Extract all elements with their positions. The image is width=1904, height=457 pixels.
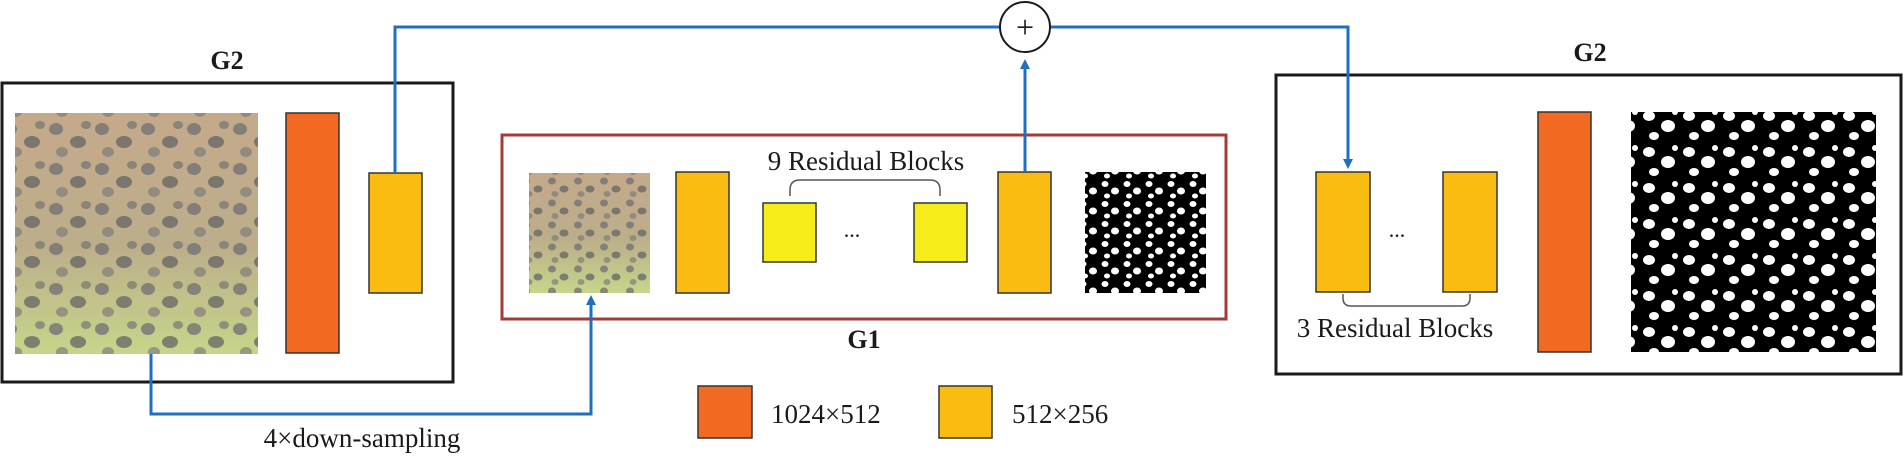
- downsample-arrow: [149, 295, 596, 416]
- feature-block-1024x512: [285, 112, 340, 354]
- g2-right-residual-bracket: [1342, 294, 1471, 307]
- svg-text:+: +: [1016, 9, 1034, 45]
- g1-feature-block-input: [675, 171, 730, 294]
- g2-right-residual-label: 3 Residual Blocks: [1297, 313, 1494, 343]
- segmentation-mask-large: [1631, 112, 1876, 352]
- sum-to-g2-right-arrow: [1051, 25, 1353, 169]
- legend-label-1024x512: 1024×512: [771, 399, 881, 429]
- legend-swatch-orange: [697, 385, 753, 439]
- g2-left-label: G2: [210, 46, 243, 75]
- residual-block-first: [762, 202, 817, 263]
- cell-photo-large: [15, 113, 258, 354]
- g1-frame: [500, 133, 1228, 321]
- downsample-label: 4×down-sampling: [264, 423, 461, 453]
- legend-label-512x256: 512×256: [1012, 399, 1108, 429]
- cell-photo-small: [529, 173, 650, 293]
- g2-right-feature-block-1024x512: [1537, 111, 1592, 353]
- segmentation-mask-small: [1085, 172, 1206, 293]
- g2-right-frame: [1274, 73, 1903, 376]
- g1-label: G1: [847, 325, 880, 354]
- legend-swatch-amber: [938, 385, 993, 439]
- g2-left-frame: [0, 81, 455, 384]
- g1-residual-ellipsis: ...: [844, 217, 861, 242]
- legend: 1024×512 512×256: [697, 385, 1108, 439]
- g1-residual-bracket: [789, 179, 941, 196]
- g1-feature-block-output: [997, 171, 1052, 294]
- g1-residual-label: 9 Residual Blocks: [768, 146, 965, 176]
- feature-block-512x256: [368, 172, 423, 294]
- g2-right-feature-block-last: [1442, 171, 1498, 293]
- g2-right-residual-ellipsis: ...: [1389, 217, 1406, 242]
- plus-circle-icon: +: [999, 1, 1051, 53]
- g2-right-feature-block-first: [1315, 171, 1371, 293]
- g2-left-to-sum-line: [393, 25, 1000, 173]
- residual-block-last: [913, 202, 968, 263]
- g2-right-label: G2: [1573, 38, 1606, 67]
